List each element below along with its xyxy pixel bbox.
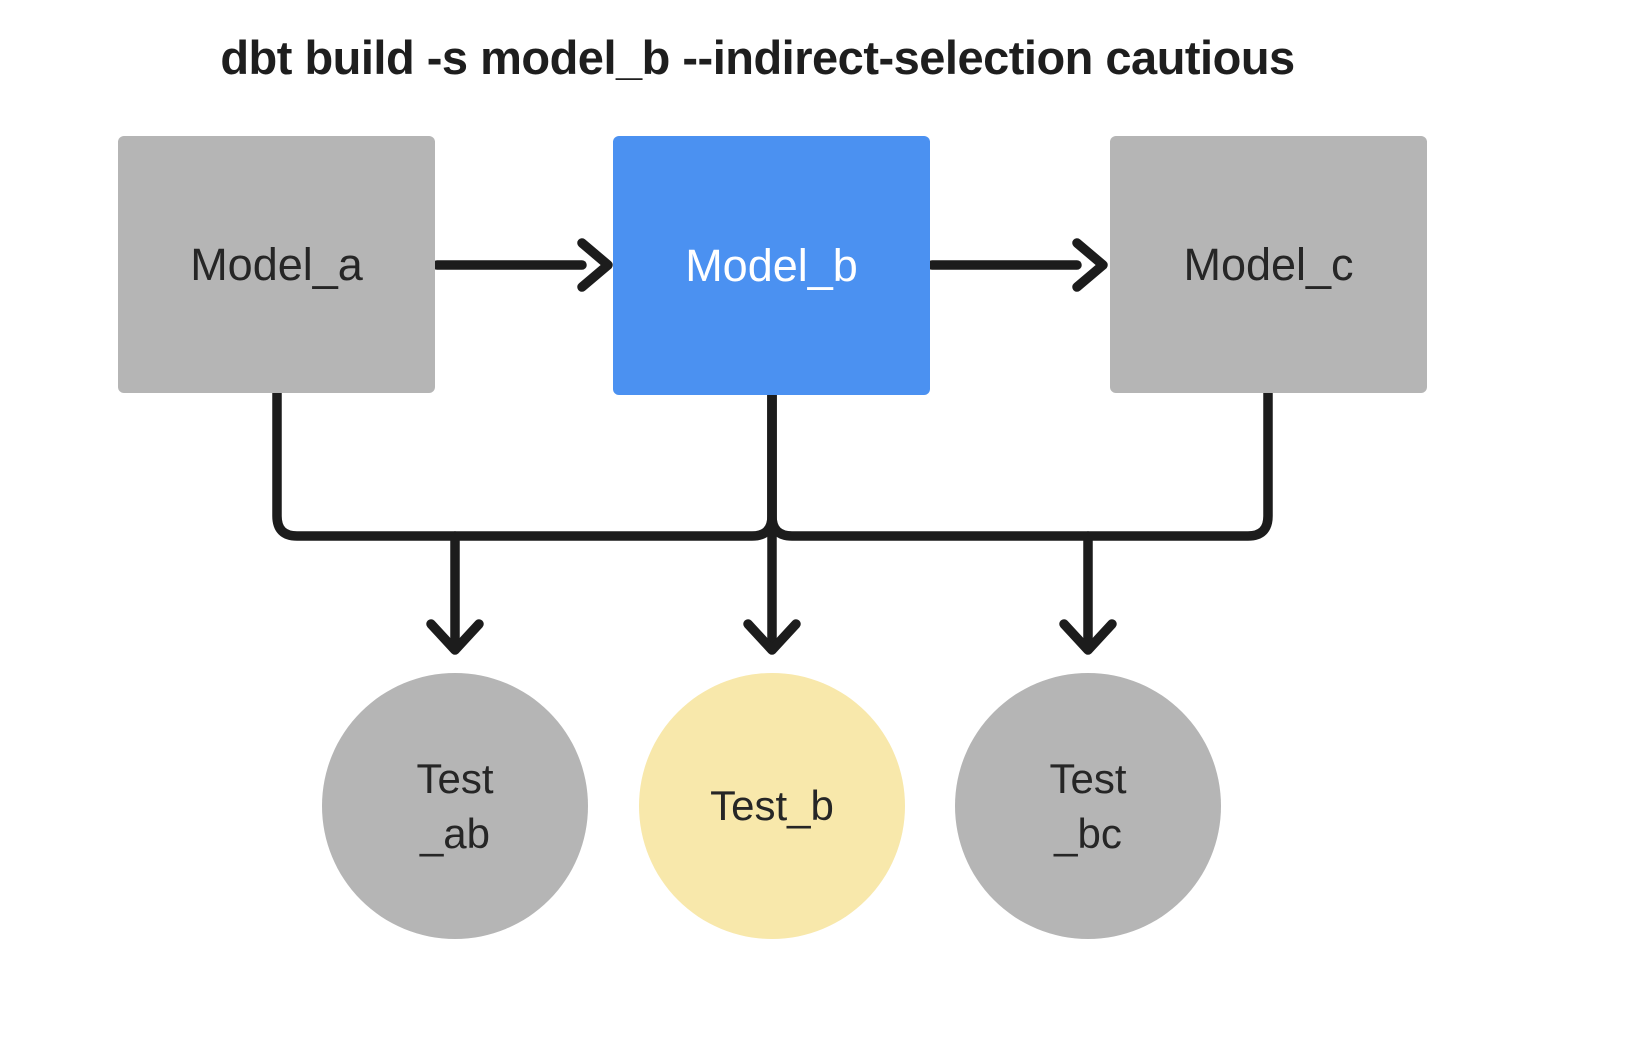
edge-model-a-model-b-bus-left bbox=[272, 388, 777, 541]
node-model-a: Model_a bbox=[118, 136, 435, 393]
node-model-b: Model_b bbox=[613, 136, 930, 395]
node-test-b-label: Test_b bbox=[710, 782, 834, 830]
arrowhead-down-icon bbox=[426, 619, 484, 655]
node-test-ab: Test _ab bbox=[322, 673, 588, 939]
node-test-b: Test_b bbox=[639, 673, 905, 939]
arrowhead-right-icon bbox=[577, 238, 613, 292]
edge-model-b-model-c-bus-right bbox=[767, 388, 1273, 541]
node-model-c: Model_c bbox=[1110, 136, 1427, 393]
node-model-c-label: Model_c bbox=[1183, 238, 1354, 290]
arrowhead-down-icon bbox=[1059, 619, 1117, 655]
node-test-ab-label-line1: Test bbox=[416, 754, 494, 802]
arrowhead-right-icon bbox=[1072, 238, 1108, 292]
node-test-ab-label-line2: _ab bbox=[419, 810, 491, 857]
node-model-b-label: Model_b bbox=[685, 239, 858, 291]
node-model-a-label: Model_a bbox=[190, 238, 363, 290]
arrowhead-down-icon bbox=[743, 619, 801, 655]
diagram-title: dbt build -s model_b --indirect-selectio… bbox=[220, 31, 1295, 84]
node-test-bc-label-line2: _bc bbox=[1054, 810, 1122, 857]
node-test-bc-label-line1: Test bbox=[1049, 754, 1127, 802]
node-test-bc: Test _bc bbox=[955, 673, 1221, 939]
